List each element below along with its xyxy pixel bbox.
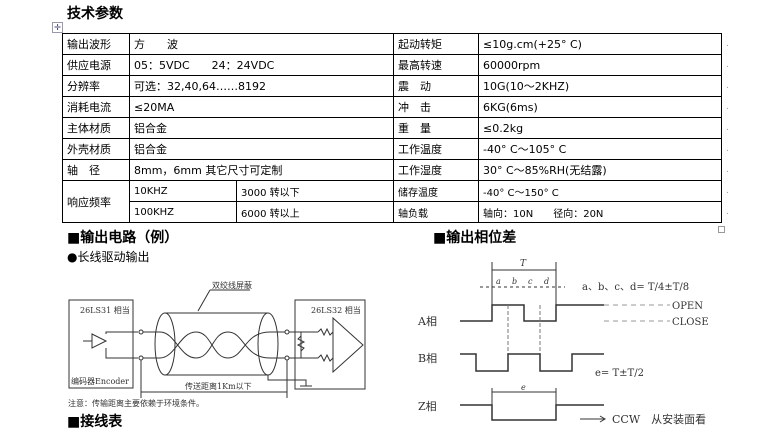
end-mark: . [726,186,729,196]
phase-Z-label: Z相 [418,400,437,413]
table-row: 输出波形方 波起动转矩≤10g.cm(+25° C). [62,33,734,55]
driver-symbol [83,331,138,359]
table-move-handle[interactable]: ✛ [52,22,63,33]
param-name: 主体材质 [62,117,130,139]
e-formula: e= T±T/2 [595,368,644,379]
receiver-chip-label: 26LS32 相当 [311,305,361,315]
distance-label: 传送距离1Km以下 [185,381,252,391]
end-mark: . [726,207,729,217]
param-name: 工作湿度 [393,159,479,181]
end-mark: . [726,60,729,70]
label-T: T [520,259,527,269]
abcd-formula: a、b、c、d= T/4±T/8 [582,282,689,293]
phase-A-wave [460,304,604,322]
param-name: 重 量 [393,117,479,139]
param-name: 轴 径 [62,159,130,181]
end-mark: . [726,165,729,175]
ccw-arrow [580,415,606,423]
ccw-label: CCW 从安装面看 [612,412,706,426]
encoder-chip-label: 26LS31 相当 [80,305,130,315]
table-row: 主体材质铝合金重 量≤0.2kg. [62,117,734,139]
twisted-pair [159,331,271,359]
end-mark: . [726,144,729,154]
receiver-amp [332,316,364,374]
svg-text:e: e [521,383,526,392]
param-name: 响应频率 [62,180,130,223]
encoder-label: 编码器Encoder [71,376,129,386]
line-driver-heading: ●长线驱动输出 [67,250,150,264]
param-value: 05：5VDC 24：24VDC [129,54,394,76]
open-label: OPEN [672,301,703,312]
wiring-heading: ■接线表 [67,414,123,430]
line-driver-circuit: 26LS31 相当 编码器Encoder 26LS32 相当 双绞线屏蔽 传送距… [68,280,366,408]
param-name: 分辨率 [62,75,130,97]
phase-B-label: B相 [418,352,437,365]
phase-B-wave [460,353,604,372]
phase-Z-wave [460,404,604,421]
phase-A-label: A相 [417,315,437,328]
end-mark: . [726,102,729,112]
param-value: 轴向：10N 径向：20N [478,201,722,223]
end-mark: . [726,123,729,133]
svg-text:c: c [528,277,533,286]
receiver-box [294,299,366,390]
param-value: 6KG(6ms) [478,96,722,118]
section-title: 技术参数 [67,6,123,22]
param-value: ≤20MA [129,96,394,118]
encoder-box [68,299,134,389]
svg-text:b: b [512,277,517,286]
phase-heading: ■输出相位差 [433,230,517,246]
circuit-heading: ■输出电路（例） [67,230,179,246]
end-mark: . [726,39,729,49]
param-value: 30° C～85%RH(无结露) [478,159,722,181]
table-row: 外壳材质铝合金工作温度-40° C～105° C. [62,138,734,160]
svg-text:a: a [496,277,501,286]
circuit-note: 注意：传输距离主要依赖于环境条件。 [68,398,204,408]
shield-label: 双绞线屏蔽 [212,280,252,290]
close-label: CLOSE [672,317,709,328]
resistors [296,327,334,363]
param-name: 震 动 [393,75,479,97]
svg-text:d: d [544,277,549,286]
phase-diagram: T a b c d a、b、c、d= T/4±T/8 OPEN CLOSE e=… [417,259,709,426]
table-resize-handle[interactable] [718,226,725,233]
param-value: 8mm，6mm 其它尺寸可定制 [129,159,394,181]
end-mark: . [726,81,729,91]
